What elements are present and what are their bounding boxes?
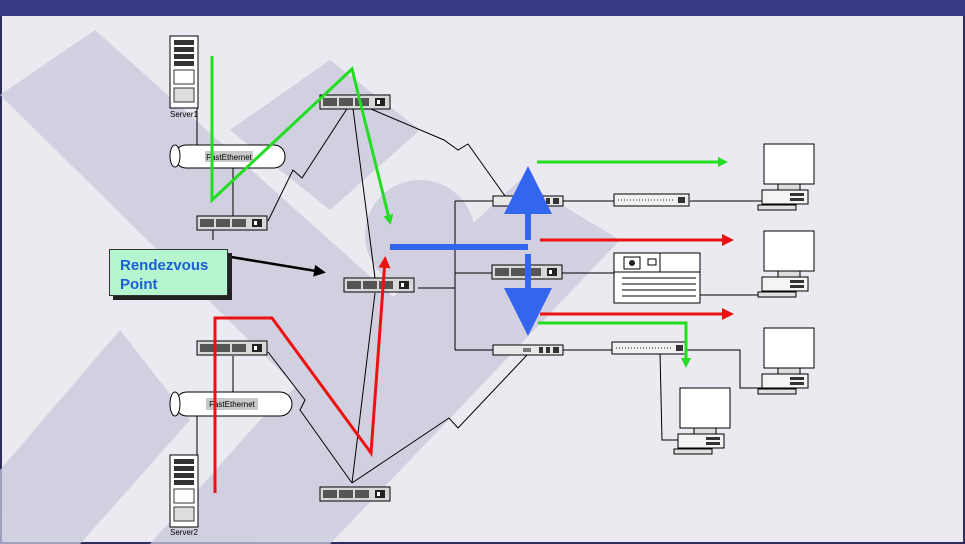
- ethernet-segment-icon: [169, 144, 286, 169]
- workstation-icon: [757, 327, 815, 395]
- router-icon: [319, 94, 391, 110]
- fastethernet-bottom-label: FastEthernet: [209, 400, 256, 409]
- router-icon: [196, 215, 268, 231]
- rendezvous-label-line2: Point: [120, 276, 158, 293]
- rp-router-icon: [343, 277, 415, 293]
- green-flow: [210, 56, 728, 368]
- red-flow: [213, 234, 734, 493]
- rendezvous-point-callout: Rendezvous Point: [109, 249, 228, 296]
- server1-icon: [169, 35, 199, 109]
- tape-drive-icon: [613, 252, 701, 304]
- rendezvous-label-line1: Rendezvous: [120, 257, 209, 274]
- blue-flow: [390, 166, 552, 336]
- hub-icon: [613, 193, 690, 207]
- fastethernet-top-label: FastEthernet: [206, 153, 253, 162]
- server2-label: Server2: [170, 528, 199, 537]
- title-bar: [0, 0, 965, 16]
- workstation-icon: [757, 230, 815, 298]
- router-icon: [196, 340, 268, 356]
- workstation-icon: [757, 143, 815, 211]
- server2-icon: [169, 454, 199, 528]
- router-icon: [319, 486, 391, 502]
- workstation-icon: [673, 387, 731, 455]
- switch-icon: [492, 344, 564, 356]
- server1-label: Server1: [170, 110, 199, 119]
- hub-icon: [611, 341, 688, 355]
- rp-pointer-arrow: [224, 254, 326, 277]
- ethernet-segment-icon: [169, 391, 293, 417]
